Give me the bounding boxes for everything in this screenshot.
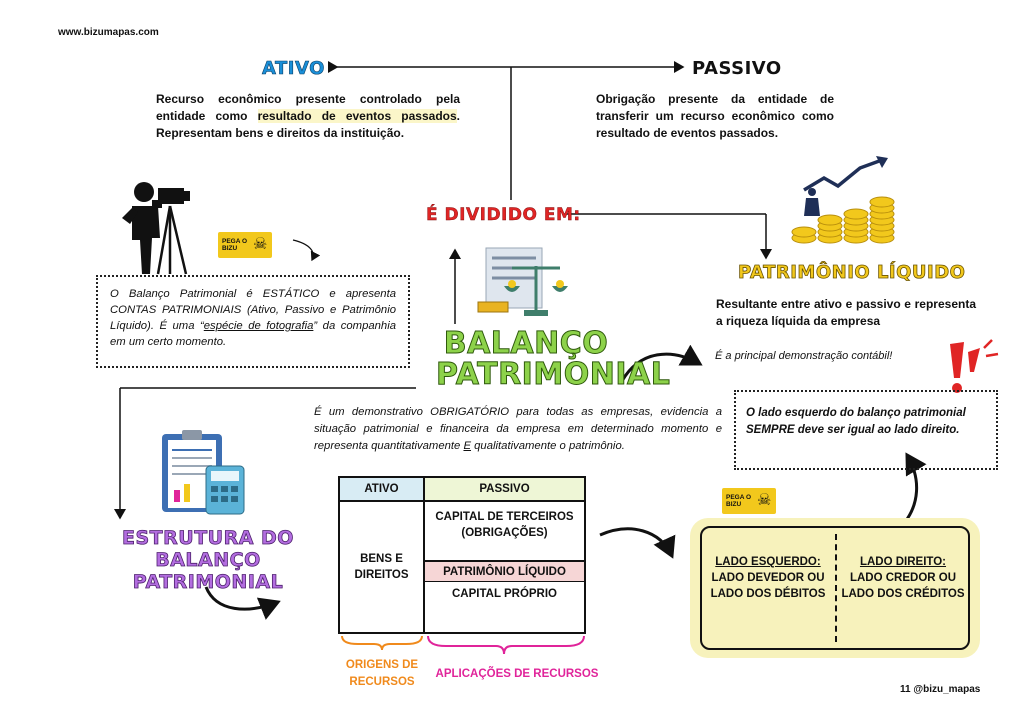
- table-header-ativo: ATIVO: [340, 478, 425, 502]
- photographer-icon: [122, 182, 190, 275]
- estatico-note: O Balanço Patrimonial é ESTÁTICO e apres…: [96, 275, 410, 368]
- balance-sheet-icon: [162, 430, 245, 515]
- divided-into-title: É DIVIDIDO EM:: [426, 205, 581, 225]
- page-footer: 11 @bizu_mapas: [900, 684, 981, 695]
- balance-sheet-table: ATIVO PASSIVO BENS E DIREITOS CAPITAL DE…: [338, 476, 586, 634]
- site-url: www.bizumapas.com: [58, 27, 159, 38]
- skull-icon: ☠: [757, 492, 772, 509]
- exclamation-icon: [950, 339, 999, 393]
- table-header-passivo: PASSIVO: [425, 478, 584, 502]
- skull-icon: ☠: [253, 236, 268, 253]
- table-cell-capital-proprio: CAPITAL PRÓPRIO: [452, 588, 557, 600]
- origens-recursos-label: ORIGENS DE RECURSOS: [345, 659, 419, 688]
- principal-note: É a principal demonstração contábil!: [715, 350, 893, 362]
- passivo-title: PASSIVO: [692, 58, 782, 79]
- lados-divider: [835, 534, 837, 642]
- table-cell-bens-direitos: BENS E DIREITOS: [340, 502, 425, 632]
- ativo-description: Recurso econômico presente controlado pe…: [156, 92, 460, 140]
- growth-chart-icon: [791, 156, 895, 244]
- lado-esquerdo: LADO ESQUERDO: LADO DEVEDOR OU LADO DOS …: [710, 556, 826, 600]
- balanco-patrimonial-title: BALANÇO PATRIMONIAL: [436, 326, 671, 392]
- balance-scale-icon: [477, 247, 568, 316]
- demonstrativo-description: É um demonstrativo OBRIGATÓRIO para toda…: [314, 406, 722, 452]
- lado-direito: LADO DIREITO: LADO CREDOR OU LADO DOS CR…: [841, 556, 965, 600]
- patrimonio-liquido-title: PATRIMÔNIO LÍQUIDO: [738, 262, 966, 284]
- passivo-description: Obrigação presente da entidade de transf…: [596, 92, 834, 140]
- ativo-title: ATIVO: [262, 58, 325, 80]
- patrimonio-liquido-description: Resultante entre ativo e passivo e repre…: [716, 297, 976, 328]
- table-braces: [341, 635, 585, 655]
- lado-igualdade-note: O lado esquerdo do balanço patrimonial S…: [734, 390, 998, 470]
- aplicacoes-recursos-label: APLICAÇÕES DE RECURSOS: [435, 668, 599, 680]
- table-cell-patrimonio-liquido: PATRIMÔNIO LÍQUIDO: [425, 560, 584, 582]
- table-cell-capital-terceiros: CAPITAL DE TERCEIROS (OBRIGAÇÕES): [435, 511, 574, 539]
- estrutura-title: ESTRUTURA DO BALANÇO PATRIMONIAL: [122, 527, 294, 594]
- lados-box: LADO ESQUERDO: LADO DEVEDOR OU LADO DOS …: [700, 526, 970, 650]
